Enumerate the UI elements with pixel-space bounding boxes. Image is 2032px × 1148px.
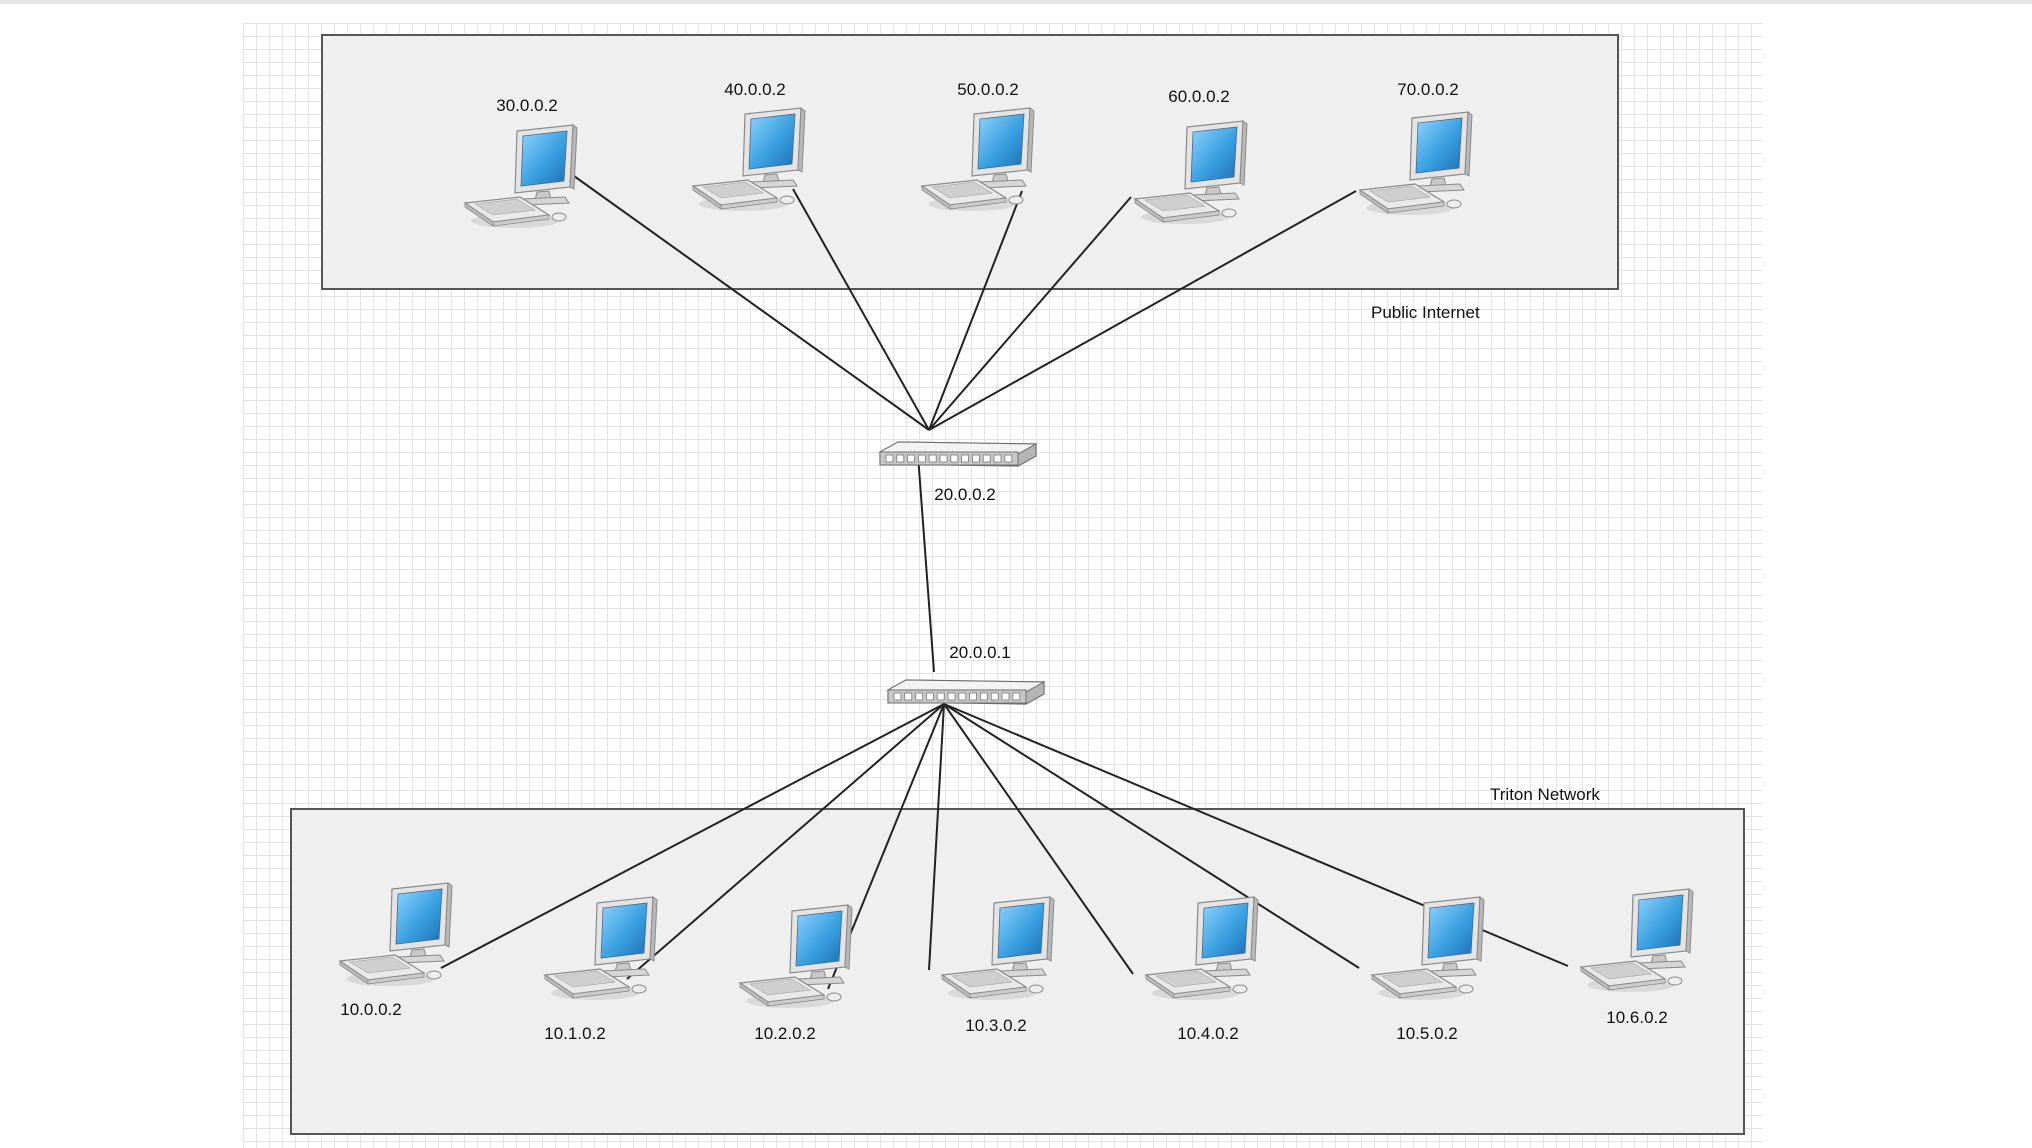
link-triton-1 [626, 703, 945, 980]
zone-label-public: Public Internet [1371, 303, 1480, 322]
link-public-3 [928, 196, 1132, 431]
top-bar [0, 0, 2032, 4]
router-label-upper: 20.0.0.2 [934, 485, 996, 504]
computer-public-3 [1133, 120, 1248, 224]
router-label-lower: 20.0.0.1 [949, 643, 1011, 662]
computer-triton-3 [940, 896, 1055, 1000]
host-label-triton-0: 10.0.0.2 [340, 1000, 402, 1019]
host-label-triton-4: 10.4.0.2 [1177, 1024, 1239, 1043]
host-label-public-3: 60.0.0.2 [1168, 87, 1230, 106]
host-label-public-0: 30.0.0.2 [496, 96, 558, 115]
computer-public-2 [920, 107, 1035, 211]
zone-label-triton: Triton Network [1490, 785, 1600, 804]
host-label-triton-5: 10.5.0.2 [1396, 1024, 1458, 1043]
link-triton-0 [440, 703, 945, 969]
computer-triton-0 [338, 882, 453, 986]
host-label-triton-1: 10.1.0.2 [544, 1024, 606, 1043]
link-public-2 [928, 190, 1023, 431]
host-label-public-4: 70.0.0.2 [1397, 80, 1459, 99]
host-label-public-2: 50.0.0.2 [957, 80, 1019, 99]
host-label-triton-2: 10.2.0.2 [754, 1024, 816, 1043]
link-triton-5 [943, 703, 1360, 969]
host-label-public-1: 40.0.0.2 [724, 80, 786, 99]
link-router-router [917, 454, 935, 673]
computer-triton-4 [1144, 896, 1259, 1000]
link-triton-3 [928, 703, 945, 971]
computer-triton-2 [738, 904, 853, 1008]
computer-public-4 [1358, 111, 1473, 215]
host-label-triton-6: 10.6.0.2 [1606, 1008, 1668, 1027]
computer-triton-6 [1579, 888, 1694, 992]
computer-public-0 [463, 124, 578, 228]
computer-triton-5 [1370, 896, 1485, 1000]
link-triton-4 [943, 703, 1134, 975]
router-lower [886, 679, 1046, 705]
host-label-triton-3: 10.3.0.2 [965, 1016, 1027, 1035]
link-public-4 [928, 190, 1357, 431]
computer-public-1 [691, 107, 806, 211]
computer-triton-1 [543, 896, 658, 1000]
router-upper [878, 441, 1038, 467]
link-public-0 [559, 165, 930, 431]
link-public-1 [792, 188, 930, 431]
